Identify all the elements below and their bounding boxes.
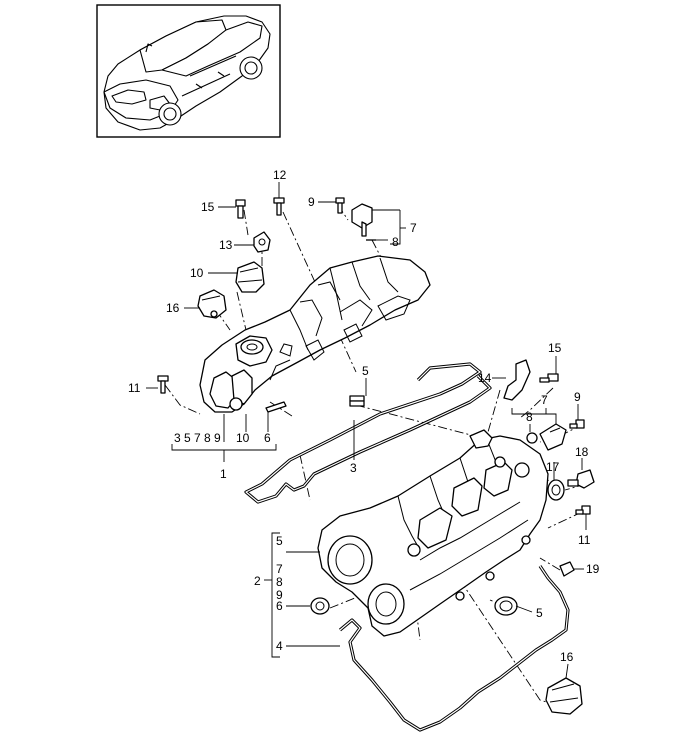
seal-6-lower — [310, 597, 330, 615]
callout-8-group: 8 — [276, 575, 283, 589]
valve-18 — [567, 469, 595, 489]
leader-lines — [146, 182, 587, 679]
callout-6-lower: 6 — [276, 599, 283, 613]
cylinder-head-cover-2 — [317, 429, 549, 637]
callout-1: 1 — [220, 467, 227, 481]
seal-5-upper — [349, 395, 365, 407]
sensor-7-lower — [539, 423, 567, 451]
bolt-11-lower — [575, 505, 591, 515]
callout-11-upper: 11 — [128, 381, 141, 395]
bolt-11-upper — [157, 375, 169, 394]
callout-7-group: 7 — [276, 562, 283, 576]
callout-16-lower: 16 — [560, 650, 574, 664]
callout-14: 14 — [478, 371, 492, 385]
cap-16-lower — [545, 677, 583, 715]
callout-15-upper: 15 — [201, 200, 215, 214]
callout-9-lower: 9 — [574, 390, 581, 404]
callout-7-upper: 7 — [410, 221, 417, 235]
callout-8-lower: 8 — [526, 410, 533, 424]
bolt-15 — [235, 199, 246, 219]
callout-19: 19 — [586, 562, 600, 576]
spring-19 — [559, 561, 575, 577]
group-1-item-list: 3 5 7 8 9 — [174, 431, 221, 445]
seal-10-lower — [229, 397, 243, 411]
lower-small-parts — [310, 359, 595, 715]
plug-17 — [547, 479, 565, 501]
callout-7-lower: 7 — [541, 393, 548, 407]
sensor-7-upper — [351, 203, 373, 237]
bolt-9-lower — [569, 419, 585, 429]
callout-10-lower: 10 — [236, 431, 250, 445]
callout-17: 17 — [546, 460, 560, 474]
callout-9-group: 9 — [276, 588, 283, 602]
bolt-15-lower — [539, 373, 559, 383]
callout-9-upper: 9 — [308, 195, 315, 209]
bolt-9-upper — [335, 197, 345, 214]
callout-5-upper: 5 — [362, 364, 369, 378]
callout-5-lower: 5 — [536, 606, 543, 620]
callout-10-upper: 10 — [190, 266, 204, 280]
callout-11-lower: 11 — [578, 533, 591, 547]
callout-labels: 15 12 9 7 8 13 10 16 11 5 14 15 7 8 9 17… — [128, 168, 600, 664]
callout-2: 2 — [254, 574, 261, 588]
callout-4: 4 — [276, 639, 283, 653]
cover-gasket-3 — [244, 362, 492, 504]
callout-16-upper: 16 — [166, 301, 180, 315]
cap-16-upper — [197, 289, 227, 319]
bolt-12 — [273, 197, 285, 216]
upper-small-parts — [157, 197, 376, 413]
callout-15-lower: 15 — [548, 341, 562, 355]
callout-6-upper: 6 — [264, 431, 271, 445]
o-ring-8-lower — [526, 432, 538, 444]
oil-filler-cap-10 — [235, 261, 265, 293]
callout-5-group: 5 — [276, 534, 283, 548]
vehicle-inset — [96, 4, 281, 138]
seal-5-lower — [494, 596, 518, 616]
callout-12: 12 — [273, 168, 287, 182]
seal-6-upper — [265, 401, 287, 413]
bracket-14 — [503, 359, 531, 401]
callout-3: 3 — [350, 461, 357, 475]
cover-gasket-4 — [338, 565, 570, 732]
cylinder-head-cover-1 — [199, 255, 431, 413]
grommet-13 — [253, 231, 271, 253]
callout-18: 18 — [575, 445, 589, 459]
callout-13: 13 — [219, 238, 233, 252]
callout-8-upper: 8 — [392, 235, 399, 249]
car-illustration — [103, 15, 271, 131]
